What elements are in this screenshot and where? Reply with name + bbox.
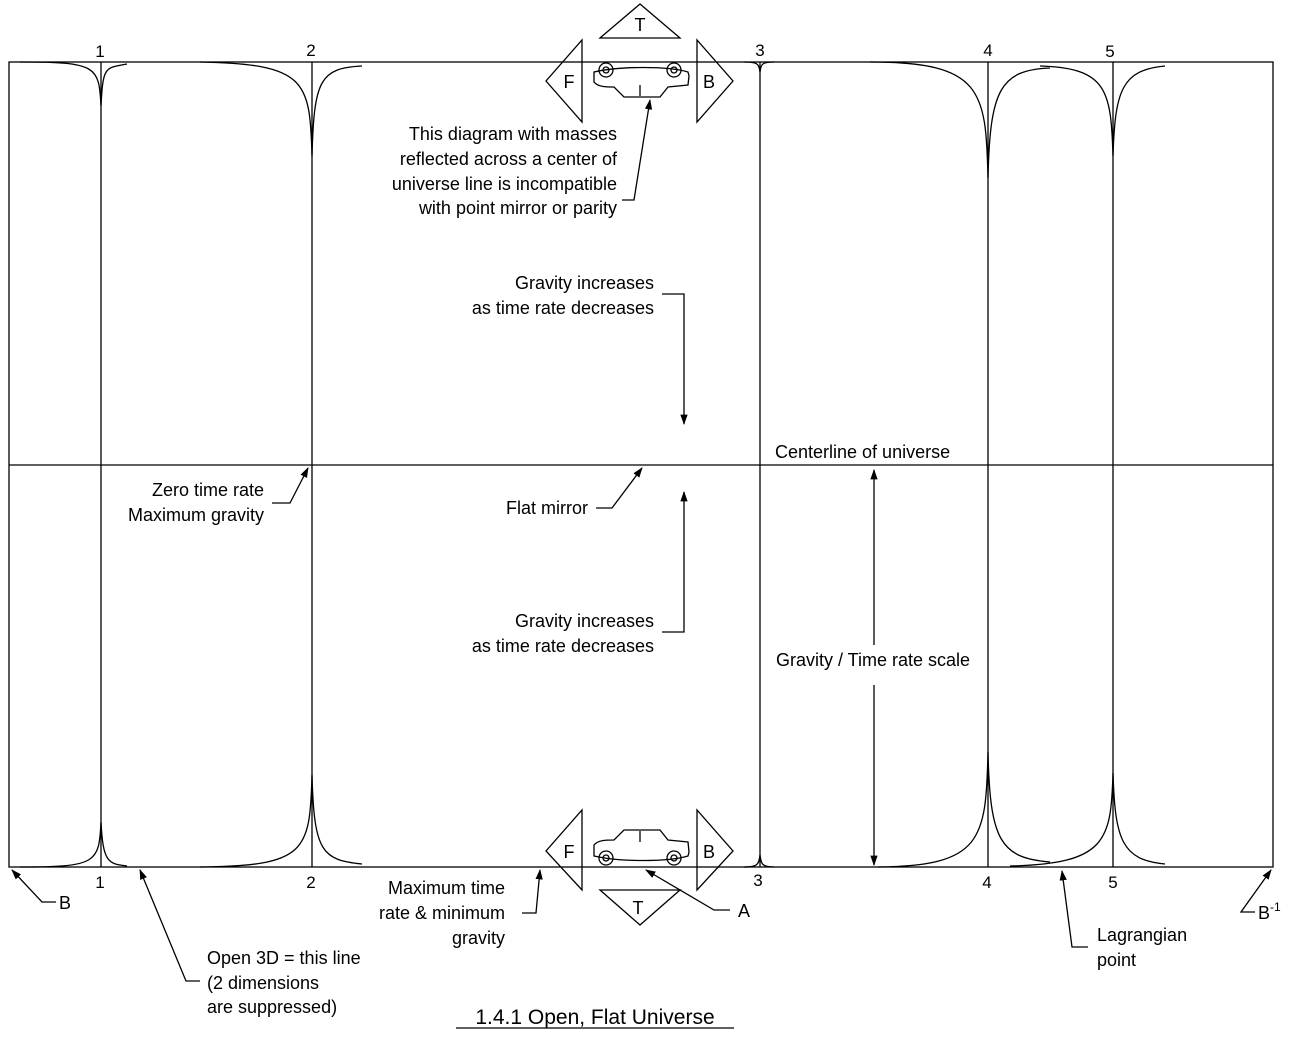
b-left-label: B	[59, 893, 71, 913]
gravity-well-bottom-5	[1009, 772, 1166, 867]
lagrangian-line-2: point	[1097, 950, 1136, 970]
axis-number-bottom-5: 5	[1108, 873, 1117, 892]
max-time-line-3: gravity	[452, 928, 505, 948]
mirror-note-line-4: with point mirror or parity	[418, 198, 617, 218]
b-right-label: B-1	[1258, 900, 1281, 923]
axis-number-top-5: 5	[1105, 42, 1114, 61]
mirror-note-leader	[622, 98, 653, 201]
flat-mirror-label: Flat mirror	[506, 498, 588, 518]
b-right-letter: B	[1258, 903, 1270, 923]
open-3d-leader	[139, 869, 200, 982]
gravity-well-top-3	[743, 61, 775, 73]
max-time-line-1: Maximum time	[388, 878, 505, 898]
car-inverted-icon	[593, 62, 690, 98]
gravity-well-bottom-3	[743, 854, 775, 868]
a-label: A	[738, 901, 750, 921]
zero-time-note: Zero time rate Maximum gravity	[128, 480, 264, 525]
car-upright-icon	[593, 829, 690, 866]
gravity-well-top-4	[869, 61, 1051, 179]
b-right-leader	[1239, 869, 1272, 913]
b-triangle-top	[696, 38, 734, 124]
flat-mirror-leader	[596, 467, 643, 509]
gravity-well-bottom-4	[877, 751, 1051, 868]
open-3d-line-3: are suppressed)	[207, 997, 337, 1017]
gravity-upper-line-2: as time rate decreases	[472, 298, 654, 318]
f-letter-bottom: F	[564, 842, 575, 862]
mirror-note-line-3: universe line is incompatible	[392, 174, 617, 194]
max-time-line-2: rate & minimum	[379, 903, 505, 923]
f-triangle-bottom	[545, 808, 583, 892]
gravity-upper-leader	[662, 293, 688, 426]
zero-time-line-1: Zero time rate	[152, 480, 264, 500]
axis-number-bottom-2: 2	[306, 873, 315, 892]
max-time-note: Maximum time rate & minimum gravity	[379, 878, 505, 948]
b-letter-bottom: B	[703, 842, 715, 862]
gravity-lower-line-2: as time rate decreases	[472, 636, 654, 656]
lagrangian-leader	[1059, 869, 1088, 948]
lagrangian-line-1: Lagrangian	[1097, 925, 1187, 945]
max-time-leader	[522, 868, 543, 914]
open-3d-note: Open 3D = this line (2 dimensions are su…	[207, 948, 361, 1017]
f-triangle-top	[545, 38, 583, 124]
gravity-well-top-5	[1039, 65, 1166, 157]
axis-number-top-3: 3	[755, 41, 764, 60]
gravity-upper-line-1: Gravity increases	[515, 273, 654, 293]
diagram-title: 1.4.1 Open, Flat Universe	[475, 1006, 714, 1029]
f-letter-top: F	[564, 72, 575, 92]
zero-time-leader	[272, 467, 309, 504]
axis-number-bottom-1: 1	[95, 873, 104, 892]
a-leader	[645, 869, 730, 911]
open-3d-line-2: (2 dimensions	[207, 973, 319, 993]
b-left-leader	[11, 869, 56, 903]
gravity-well-top-1	[19, 61, 128, 107]
centerline-label: Centerline of universe	[775, 442, 950, 462]
mirror-note: This diagram with masses reflected acros…	[392, 124, 618, 218]
axis-number-top-4: 4	[983, 41, 992, 60]
gravity-well-bottom-2	[199, 774, 363, 868]
b-letter-top: B	[703, 72, 715, 92]
open-3d-line-1: Open 3D = this line	[207, 948, 361, 968]
lagrangian-note: Lagrangian point	[1097, 925, 1187, 970]
gravity-scale-label: Gravity / Time rate scale	[776, 650, 970, 670]
axis-number-bottom-4: 4	[982, 873, 991, 892]
zero-time-line-2: Maximum gravity	[128, 505, 264, 525]
gravity-well-top-2	[199, 61, 363, 157]
axis-number-top-2: 2	[306, 41, 315, 60]
gravity-lower-leader	[662, 490, 688, 633]
gravity-upper-note: Gravity increases as time rate decreases	[472, 273, 654, 318]
gravity-well-bottom-1	[19, 821, 128, 868]
t-letter-top: T	[635, 15, 646, 35]
t-letter-bottom: T	[633, 898, 644, 918]
gravity-lower-note: Gravity increases as time rate decreases	[472, 611, 654, 656]
gravity-lower-line-1: Gravity increases	[515, 611, 654, 631]
axis-number-top-1: 1	[95, 42, 104, 61]
t-triangle-top	[598, 3, 682, 39]
mirror-note-line-2: reflected across a center of	[400, 149, 618, 169]
b-triangle-bottom	[696, 808, 734, 892]
mirror-note-line-1: This diagram with masses	[409, 124, 617, 144]
axis-number-bottom-3: 3	[753, 871, 762, 890]
b-right-superscript: -1	[1270, 900, 1281, 914]
t-triangle-bottom	[598, 889, 682, 926]
